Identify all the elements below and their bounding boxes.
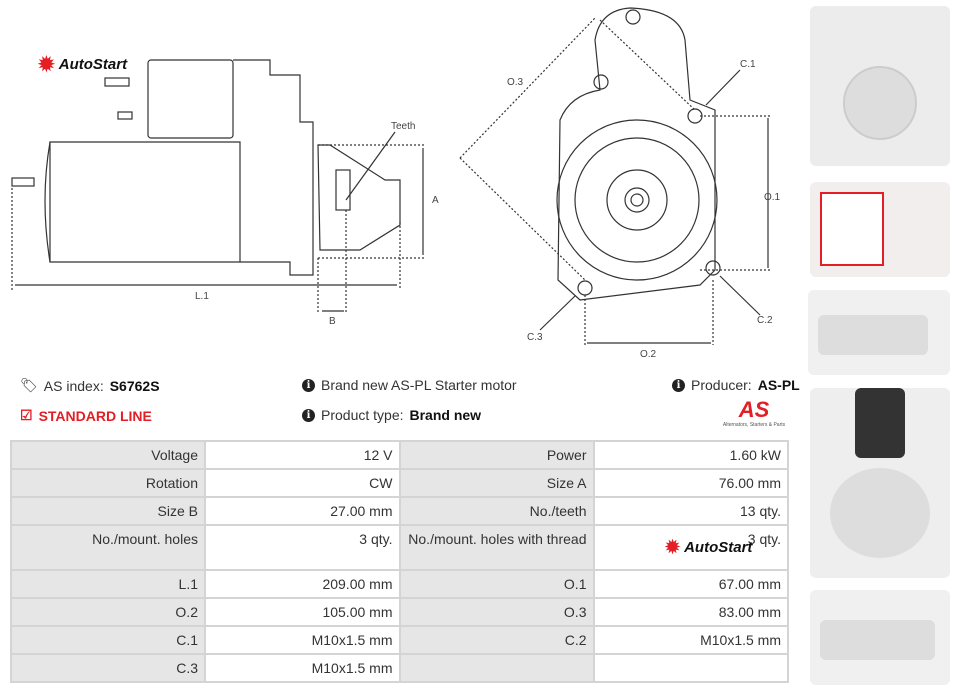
autostart-watermark-logo: ✹AutoStart <box>665 537 753 557</box>
as-pl-logo: AS Alternators, Starters & Parts <box>722 397 786 429</box>
standard-line-badge: ☑STANDARD LINE <box>20 407 152 424</box>
label-o1: O.1 <box>764 192 781 203</box>
spec-value: 27.00 mm <box>204 496 401 526</box>
label-teeth: Teeth <box>391 121 415 132</box>
spec-label: No./mount. holes with thread <box>398 524 595 571</box>
spec-label: Rotation <box>10 468 206 498</box>
spec-value: 1.60 kW <box>592 440 789 470</box>
gear-icon: ✹ <box>665 537 681 557</box>
spec-value: CW <box>204 468 401 498</box>
tag-icon: 🏷 <box>20 377 38 393</box>
product-photo-side[interactable] <box>808 290 950 375</box>
spec-label: O.3 <box>398 597 595 627</box>
spec-label: No./mount. holes <box>10 524 206 571</box>
spec-label: Size A <box>398 468 595 498</box>
label-c3: C.3 <box>527 332 543 343</box>
label-b: B <box>329 316 336 327</box>
spec-label: Power <box>398 440 595 470</box>
info-icon: i <box>672 378 685 392</box>
spec-label: No./teeth <box>398 496 595 526</box>
product-photo-box[interactable] <box>810 182 950 277</box>
label-o2: O.2 <box>640 349 657 360</box>
spec-value <box>592 653 789 683</box>
spec-label: C.1 <box>10 625 206 655</box>
product-photo-rear[interactable] <box>810 388 950 578</box>
spec-label: Voltage <box>10 440 206 470</box>
checkbox-icon: ☑ <box>20 407 33 423</box>
label-c1: C.1 <box>740 59 756 70</box>
spec-value: M10x1.5 mm <box>204 625 401 655</box>
spec-value: 209.00 mm <box>204 569 401 599</box>
label-l1: L.1 <box>195 291 209 302</box>
label-o3: O.3 <box>507 77 524 88</box>
spec-label: O.2 <box>10 597 206 627</box>
spec-value: 67.00 mm <box>592 569 789 599</box>
technical-drawing: Teeth A L.1 B O.3 C.1 O.1 C.2 C.3 O.2 <box>11 7 781 360</box>
spec-label: L.1 <box>10 569 206 599</box>
spec-value: 105.00 mm <box>204 597 401 627</box>
product-photo-top[interactable] <box>810 590 950 685</box>
spec-value: 3 qty. <box>592 524 789 571</box>
label-c2: C.2 <box>757 315 773 326</box>
spec-label: Size B <box>10 496 206 526</box>
info-icon: i <box>302 408 315 422</box>
spec-value: 12 V <box>204 440 401 470</box>
spec-value: M10x1.5 mm <box>204 653 401 683</box>
spec-label: C.2 <box>398 625 595 655</box>
as-index: 🏷 AS index:S6762S <box>20 377 160 394</box>
spec-label <box>398 653 595 683</box>
label-a: A <box>432 195 439 206</box>
spec-value: 76.00 mm <box>592 468 789 498</box>
spec-value: M10x1.5 mm <box>592 625 789 655</box>
side-view <box>11 59 425 312</box>
spec-value: 3 qty. <box>204 524 401 571</box>
spec-value: 13 qty. <box>592 496 789 526</box>
spec-label: O.1 <box>398 569 595 599</box>
gear-icon: ✹ <box>38 54 55 76</box>
front-view <box>459 7 770 345</box>
spec-label: C.3 <box>10 653 206 683</box>
info-icon: i <box>302 378 315 392</box>
autostart-logo: ✹ AutoStart <box>38 54 128 76</box>
product-photo-front[interactable] <box>810 6 950 166</box>
spec-value: 83.00 mm <box>592 597 789 627</box>
